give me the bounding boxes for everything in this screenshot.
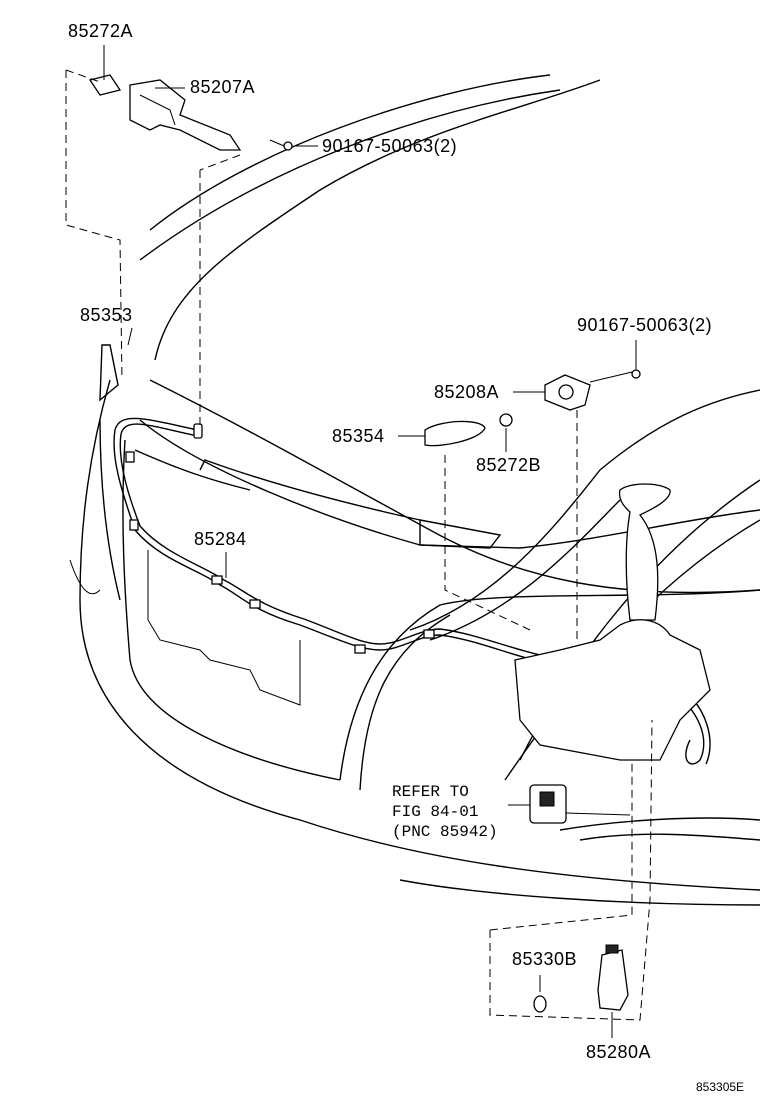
sensor-part <box>529 784 567 824</box>
refer-line-3: (PNC 85942) <box>392 823 498 841</box>
washer-pump <box>533 944 629 1013</box>
label-85280A: 85280A <box>586 1042 652 1062</box>
label-90167-50063-top: 90167-50063(2) <box>322 136 458 156</box>
label-85354: 85354 <box>332 426 385 446</box>
grille-panel <box>147 550 301 706</box>
refer-line-1: REFER TO <box>392 783 469 801</box>
washer-tank <box>514 483 711 761</box>
label-85208A: 85208A <box>434 382 500 402</box>
diagram-code: 853305E <box>696 1080 745 1094</box>
bolt-part <box>269 139 293 151</box>
label-85272A: 85272A <box>68 21 134 41</box>
refer-line-2: FIG 84-01 <box>392 803 479 821</box>
label-85284: 85284 <box>194 529 247 549</box>
label-90167-50063-right: 90167-50063(2) <box>577 315 713 335</box>
label-85272B: 85272B <box>476 455 542 475</box>
headlamp-left <box>69 344 119 595</box>
leader-lines <box>103 45 637 1038</box>
nozzle-85208A-part <box>499 369 641 427</box>
dashed-leader-lines <box>65 69 653 1021</box>
nozzle-85207A-part <box>88 74 242 151</box>
cover-85354-part <box>424 420 486 447</box>
label-85353: 85353 <box>80 305 133 325</box>
label-85207A: 85207A <box>190 77 256 97</box>
label-85330B: 85330B <box>512 949 578 969</box>
